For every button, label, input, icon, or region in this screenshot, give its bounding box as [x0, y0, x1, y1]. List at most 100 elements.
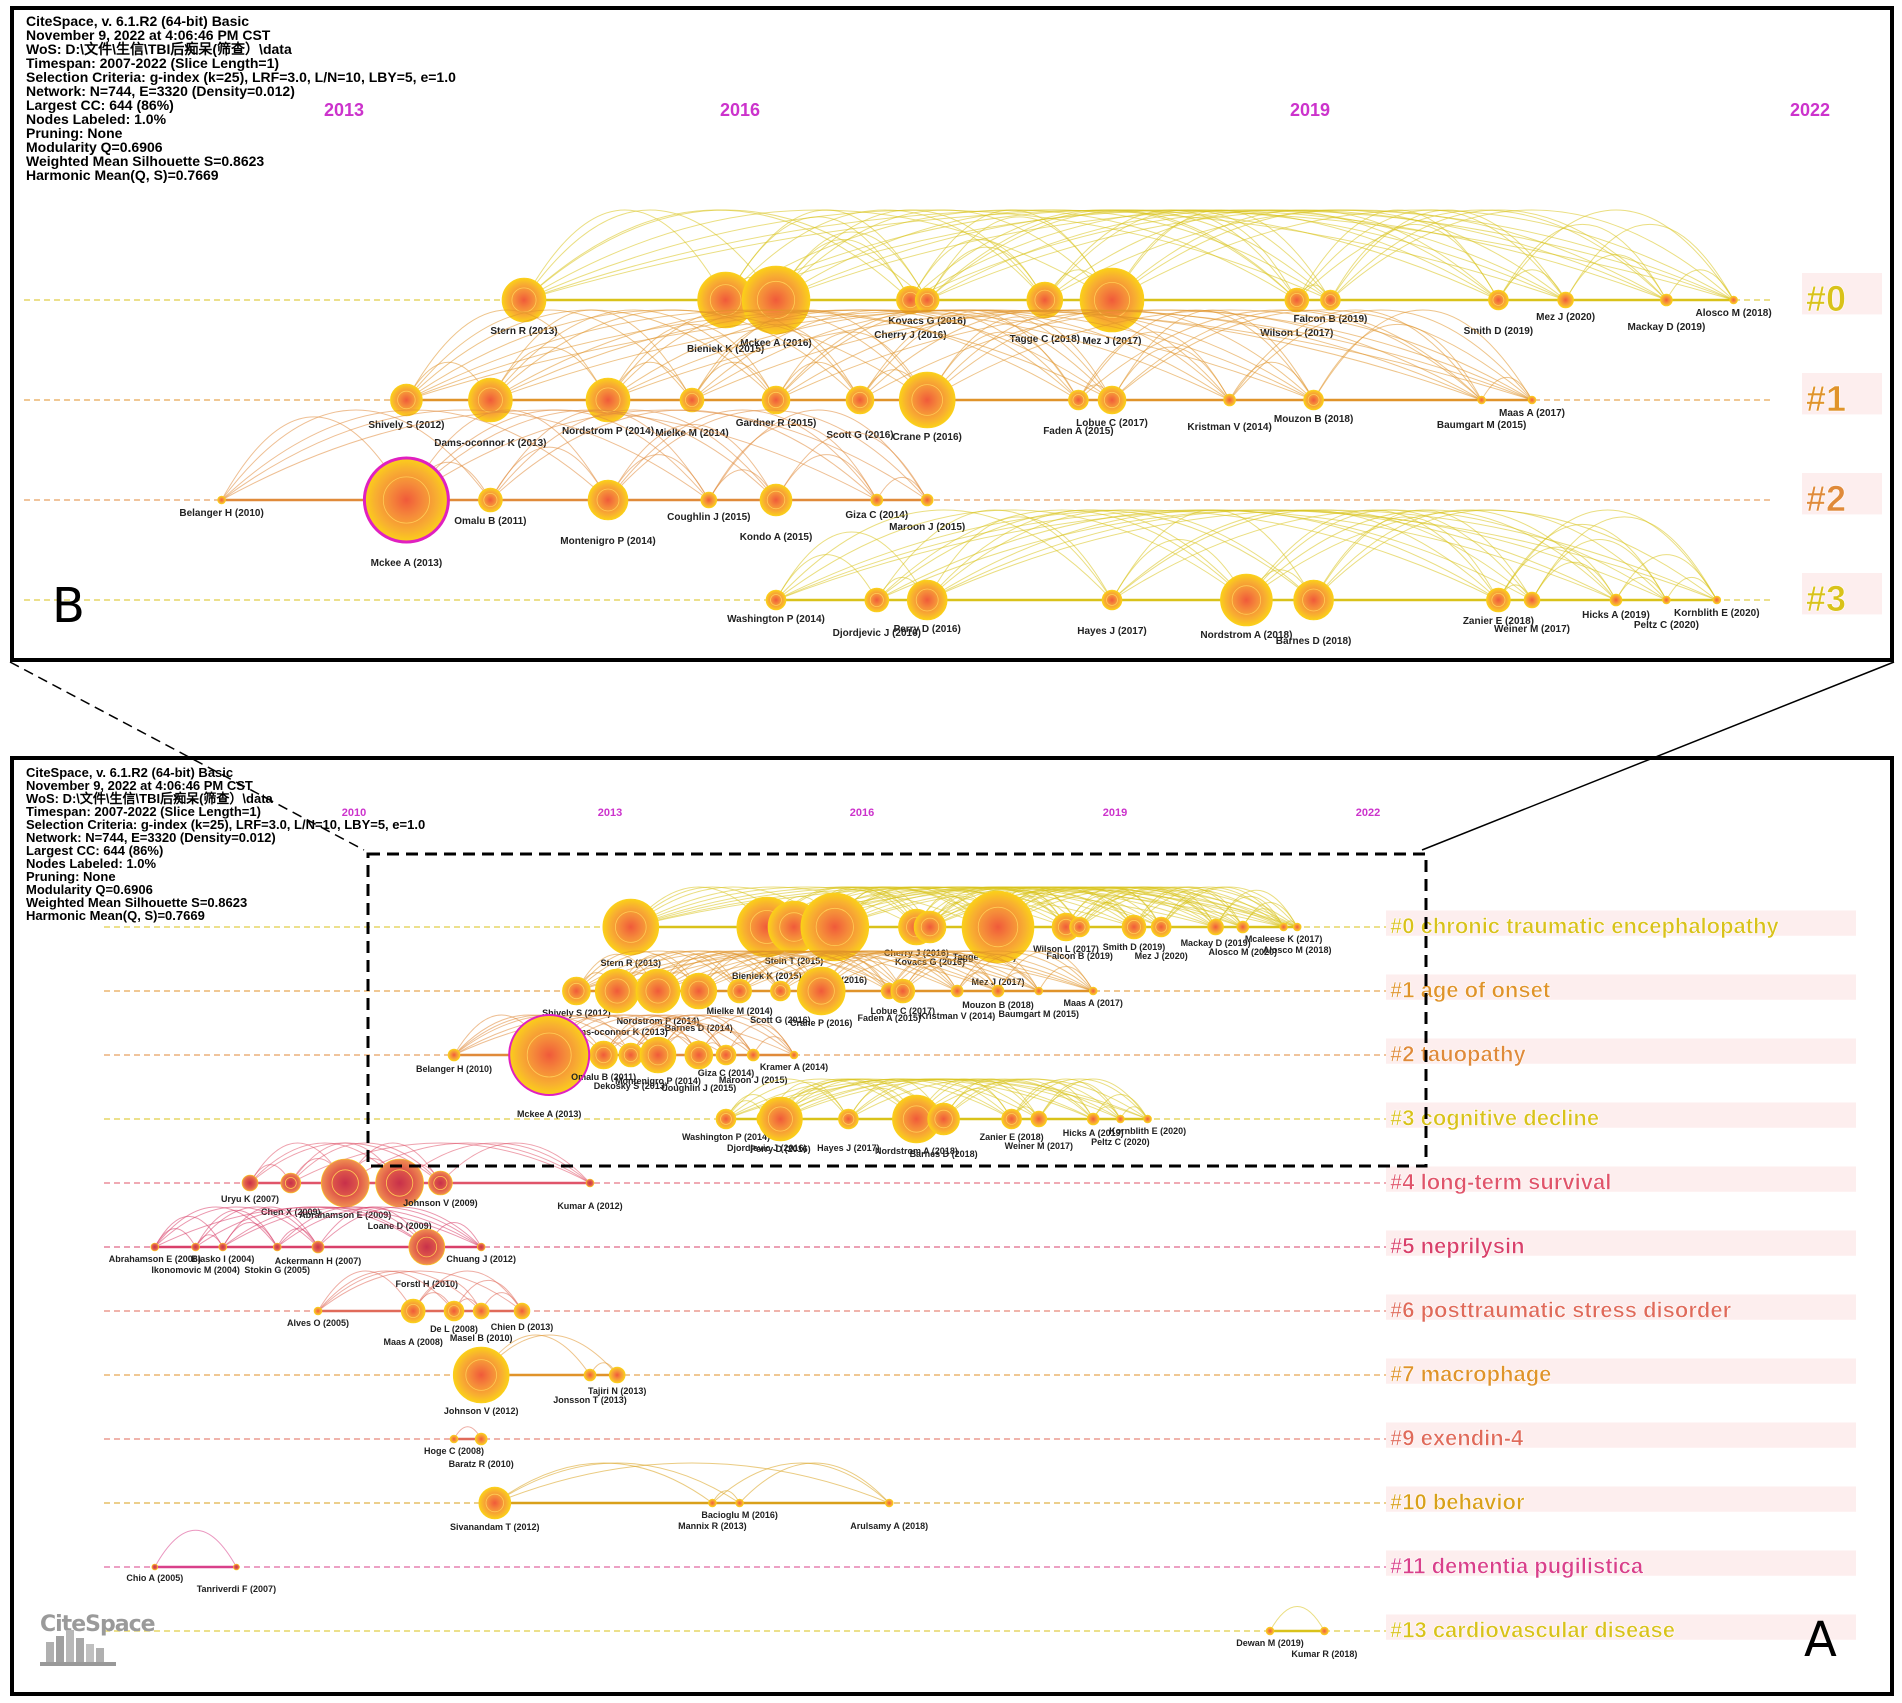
citation-node[interactable] [1097, 385, 1127, 415]
cluster-label[interactable]: #2 [1806, 477, 1847, 519]
citation-node[interactable] [864, 587, 890, 613]
cluster-label[interactable]: #4 long-term survival [1390, 1169, 1612, 1195]
citation-node[interactable] [585, 1178, 595, 1188]
citation-node[interactable] [468, 377, 513, 423]
citation-node[interactable] [447, 1048, 461, 1062]
citation-node[interactable] [150, 1242, 160, 1252]
citation-node[interactable] [1220, 573, 1273, 627]
citation-node[interactable] [884, 1498, 894, 1508]
citation-node[interactable] [594, 968, 640, 1014]
cluster-label[interactable]: #0 chronic traumatic encephalopathy [1390, 913, 1780, 939]
citation-node[interactable] [476, 1242, 486, 1252]
citation-node[interactable] [313, 1306, 323, 1316]
citation-node[interactable] [478, 1486, 512, 1520]
citation-node[interactable] [1488, 289, 1509, 311]
cluster-label[interactable]: #5 neprilysin [1390, 1233, 1525, 1259]
citation-node[interactable] [927, 1102, 960, 1136]
citation-node[interactable] [950, 984, 964, 998]
citation-node[interactable] [914, 287, 940, 313]
citation-node[interactable] [870, 493, 884, 507]
citation-node[interactable] [1150, 916, 1172, 938]
citation-node[interactable] [1143, 1114, 1152, 1124]
citation-node[interactable] [1477, 395, 1486, 405]
citation-node[interactable] [1279, 922, 1288, 932]
citation-node[interactable] [589, 1040, 618, 1070]
citation-node[interactable] [1034, 986, 1044, 996]
cluster-label[interactable]: #0 [1806, 277, 1847, 319]
citation-node[interactable] [961, 890, 1035, 964]
citation-node[interactable] [708, 1498, 717, 1508]
citation-node[interactable] [1223, 393, 1236, 407]
cluster-label[interactable]: #3 cognitive decline [1390, 1105, 1600, 1131]
citation-node[interactable] [770, 980, 791, 1002]
citation-node[interactable] [280, 1172, 302, 1194]
citation-node[interactable] [443, 1300, 465, 1322]
citation-node[interactable] [1729, 295, 1738, 305]
citation-node[interactable] [845, 385, 875, 415]
citation-node[interactable] [602, 898, 660, 956]
citation-node[interactable] [1001, 1108, 1022, 1130]
citation-node[interactable] [1609, 593, 1623, 607]
citation-node[interactable] [583, 1368, 597, 1382]
cluster-label[interactable]: #9 exendin-4 [1390, 1425, 1525, 1451]
citation-node[interactable] [1068, 389, 1089, 411]
citation-node[interactable] [1121, 914, 1147, 940]
citation-node[interactable] [1523, 591, 1541, 609]
citation-node[interactable] [1303, 389, 1324, 411]
citation-node[interactable] [1486, 587, 1511, 613]
citation-node[interactable] [449, 1434, 459, 1444]
citation-node[interactable] [233, 1563, 240, 1571]
citation-node[interactable] [635, 968, 681, 1014]
citation-node[interactable] [272, 1242, 282, 1252]
citation-node[interactable] [890, 978, 916, 1004]
citation-node[interactable] [991, 984, 1005, 998]
citation-node[interactable] [1557, 291, 1574, 309]
citation-node[interactable] [789, 1050, 799, 1060]
citation-node[interactable] [587, 479, 629, 521]
citation-node[interactable] [1079, 267, 1145, 333]
citation-node[interactable] [474, 1432, 488, 1446]
citation-node[interactable] [311, 1240, 325, 1254]
citation-node[interactable] [400, 1298, 426, 1324]
citation-node[interactable] [906, 579, 948, 621]
cluster-label[interactable]: #6 posttraumatic stress disorder [1390, 1297, 1732, 1323]
citation-node[interactable] [684, 1040, 714, 1070]
citation-node[interactable] [727, 978, 752, 1004]
citation-node[interactable] [452, 1346, 510, 1404]
citation-node[interactable] [715, 1044, 737, 1066]
citation-node[interactable] [608, 1366, 626, 1384]
citation-node[interactable] [679, 387, 705, 413]
citation-node[interactable] [1101, 589, 1123, 611]
citation-node[interactable] [1236, 920, 1250, 934]
citation-node[interactable] [735, 1498, 744, 1508]
cluster-label[interactable]: #13 cardiovascular disease [1390, 1617, 1676, 1643]
citation-node[interactable] [1660, 293, 1673, 307]
citation-node[interactable] [1712, 595, 1722, 605]
citation-node[interactable] [1292, 922, 1302, 932]
citation-node[interactable] [758, 1096, 803, 1142]
citation-node[interactable] [1320, 289, 1341, 311]
citation-node[interactable] [472, 1302, 490, 1320]
citation-node[interactable] [1293, 579, 1334, 621]
cluster-label[interactable]: #10 behavior [1390, 1489, 1526, 1515]
citation-node[interactable] [838, 1108, 859, 1130]
cluster-label[interactable]: #1 [1806, 377, 1847, 419]
citation-node[interactable] [390, 383, 423, 417]
citation-node[interactable] [241, 1174, 259, 1192]
cluster-label[interactable]: #3 [1806, 577, 1847, 619]
citation-node[interactable] [796, 966, 846, 1016]
citation-node[interactable] [1320, 1626, 1329, 1636]
cluster-label[interactable]: #1 age of onset [1390, 977, 1551, 1003]
cluster-label[interactable]: #2 tauopathy [1390, 1041, 1527, 1067]
citation-node[interactable] [898, 371, 956, 429]
citation-node[interactable] [1284, 287, 1310, 313]
citation-node[interactable] [715, 1108, 737, 1130]
citation-node[interactable] [1069, 916, 1090, 938]
citation-node[interactable] [1527, 395, 1537, 405]
citation-node[interactable] [1265, 1626, 1275, 1636]
citation-node[interactable] [501, 277, 547, 323]
citation-node[interactable] [800, 892, 870, 962]
citation-node[interactable] [765, 589, 787, 611]
citation-node[interactable] [1207, 918, 1224, 936]
citation-node[interactable] [680, 972, 718, 1010]
